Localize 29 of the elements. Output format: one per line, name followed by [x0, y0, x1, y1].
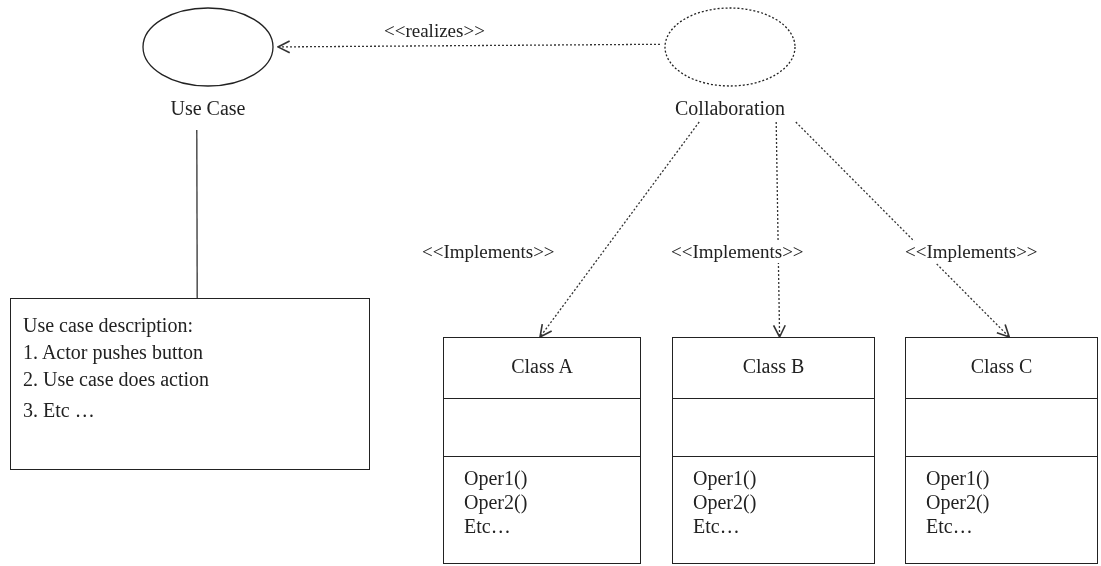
dependency-arrow	[539, 121, 700, 338]
edge-label: <<Implements>>	[903, 241, 1040, 263]
operation-text: Oper1()	[464, 466, 528, 490]
class-box	[905, 337, 1098, 564]
node-label: Collaboration	[675, 96, 785, 120]
class-name: Class C	[970, 354, 1033, 378]
description-box	[10, 298, 370, 470]
dependency-arrow	[772, 121, 787, 338]
operation-text: Etc…	[693, 514, 740, 538]
edge-label: <<Implements>>	[669, 241, 806, 263]
class-box	[672, 337, 875, 564]
class-box	[443, 337, 641, 564]
operation-text: Oper1()	[926, 466, 990, 490]
node-label: Use Case	[170, 96, 246, 120]
list-item: 3. Etc …	[23, 398, 95, 422]
operation-text: Etc…	[464, 514, 511, 538]
operation-text: Oper1()	[693, 466, 757, 490]
operation-text: Oper2()	[464, 490, 528, 514]
operation-text: Oper2()	[926, 490, 990, 514]
description-heading: Use case description:	[23, 313, 193, 337]
dependency-arrow	[277, 40, 661, 54]
class-name: Class A	[511, 354, 573, 378]
operation-text: Etc…	[926, 514, 973, 538]
connector-line	[196, 129, 198, 299]
list-item: 2. Use case does action	[23, 367, 210, 391]
dependency-arrow	[795, 121, 1011, 338]
list-item: 1. Actor pushes button	[23, 340, 203, 364]
operation-text: Oper2()	[693, 490, 757, 514]
class-name: Class B	[742, 354, 805, 378]
